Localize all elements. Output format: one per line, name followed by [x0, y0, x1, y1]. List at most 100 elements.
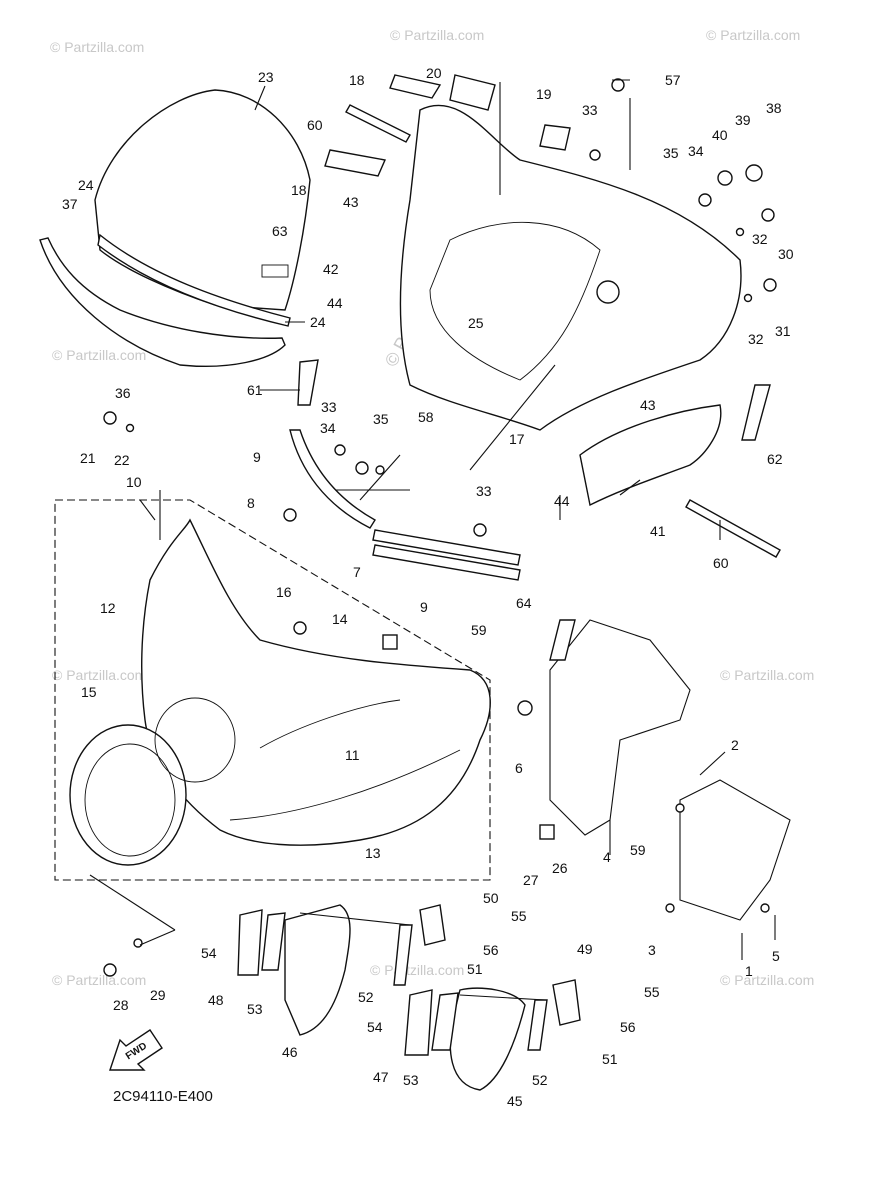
callout-18-upper: 18 [349, 72, 365, 88]
callout-53-lower: 53 [403, 1072, 419, 1088]
watermark-right-low: © Partzilla.com [720, 667, 814, 683]
callout-labels: 1 2 3 4 5 6 7 8 9 9 10 11 12 13 14 15 16… [62, 65, 794, 1109]
headlight-rim [69, 724, 187, 866]
callout-19: 19 [536, 86, 552, 102]
lower-side-cover [579, 404, 722, 507]
callout-51-upper: 51 [467, 961, 483, 977]
callout-2: 2 [731, 737, 739, 753]
fasteners [103, 78, 777, 977]
callout-28: 28 [113, 997, 129, 1013]
callout-43-lower: 43 [640, 397, 656, 413]
callout-63: 63 [272, 223, 288, 239]
callout-57: 57 [665, 72, 681, 88]
callout-27: 27 [523, 872, 539, 888]
callout-22: 22 [114, 452, 130, 468]
bracket-lower [372, 529, 521, 566]
panel-53-lower [431, 992, 459, 1051]
callout-24-lower: 24 [310, 314, 326, 330]
callout-33-mid: 33 [321, 399, 337, 415]
callout-6: 6 [515, 760, 523, 776]
pad-18-lower [324, 149, 386, 177]
callout-17: 17 [509, 431, 525, 447]
callout-54-lower: 54 [367, 1019, 383, 1035]
callout-25: 25 [468, 315, 484, 331]
callout-56-lower: 56 [620, 1019, 636, 1035]
callout-39: 39 [735, 112, 751, 128]
callout-10: 10 [126, 474, 142, 490]
windscreen-trim [97, 233, 291, 327]
callout-56-upper: 56 [483, 942, 499, 958]
seal-64 [549, 619, 576, 661]
callout-15: 15 [81, 684, 97, 700]
stay-49 [552, 979, 581, 1026]
callout-23: 23 [258, 69, 274, 85]
callout-42: 42 [323, 261, 339, 277]
callout-58: 58 [418, 409, 434, 425]
callout-40: 40 [712, 127, 728, 143]
callout-21: 21 [80, 450, 96, 466]
callout-38: 38 [766, 100, 782, 116]
callout-37: 37 [62, 196, 78, 212]
gasket-20 [449, 74, 496, 111]
callout-62: 62 [767, 451, 783, 467]
callout-52-upper: 52 [358, 989, 374, 1005]
callout-59-lower: 59 [630, 842, 646, 858]
inner-cowling [399, 104, 742, 431]
callout-4: 4 [603, 849, 611, 865]
headlight-rim-inner [84, 743, 176, 857]
watermark-top-left: © Partzilla.com [50, 39, 144, 55]
callout-8: 8 [247, 495, 255, 511]
callout-9-lower: 9 [420, 599, 428, 615]
headlight-opening [154, 697, 236, 783]
cowling-assembly-box [54, 499, 491, 881]
callout-43-upper: 43 [343, 194, 359, 210]
cable-tie-upper [345, 104, 411, 143]
pad-18-upper [389, 74, 442, 99]
cable-tie-lower [685, 499, 781, 558]
callout-55-lower: 55 [644, 984, 660, 1000]
callout-44-upper: 44 [327, 295, 343, 311]
callout-9-upper: 9 [253, 449, 261, 465]
callout-52-lower: 52 [532, 1072, 548, 1088]
callout-51-lower: 51 [602, 1051, 618, 1067]
callout-49: 49 [577, 941, 593, 957]
callout-44-lower: 44 [554, 493, 570, 509]
callout-14: 14 [332, 611, 348, 627]
callout-33-top: 33 [582, 102, 598, 118]
callout-60-lower: 60 [713, 555, 729, 571]
callout-16: 16 [276, 584, 292, 600]
callout-30: 30 [778, 246, 794, 262]
stay-50 [419, 904, 446, 946]
cowling-stripe [259, 699, 401, 749]
callout-64: 64 [516, 595, 532, 611]
watermark-top-right: © Partzilla.com [706, 27, 800, 43]
panel-48 [237, 909, 263, 976]
callout-35-upper: 35 [663, 145, 679, 161]
watermark-right-bottom: © Partzilla.com [720, 972, 814, 988]
seal-61 [297, 359, 319, 406]
callout-54-upper: 54 [201, 945, 217, 961]
callout-48: 48 [208, 992, 224, 1008]
bracket-lower-2 [372, 544, 521, 581]
gasket-19 [539, 124, 571, 151]
panel-46 [284, 904, 351, 1036]
seal-62 [741, 384, 771, 441]
callout-36: 36 [115, 385, 131, 401]
callout-29: 29 [150, 987, 166, 1003]
callout-45: 45 [507, 1093, 523, 1109]
callout-13: 13 [365, 845, 381, 861]
callout-24-upper: 24 [78, 177, 94, 193]
cowling-stay-lower [679, 779, 791, 921]
diagram-code: 2C94110-E400 [113, 1088, 213, 1105]
fwd-arrow-icon: FWD [109, 1029, 163, 1071]
callout-32-upper: 32 [752, 231, 768, 247]
inner-cowling-boss [596, 280, 620, 304]
callout-61: 61 [247, 382, 263, 398]
callout-34-upper: 34 [688, 143, 704, 159]
panel-47 [404, 989, 433, 1056]
watermark-left-bottom: © Partzilla.com [52, 972, 146, 988]
inner-cowling-cutout [429, 221, 601, 381]
callout-46: 46 [282, 1044, 298, 1060]
outer-cowling [141, 518, 491, 846]
